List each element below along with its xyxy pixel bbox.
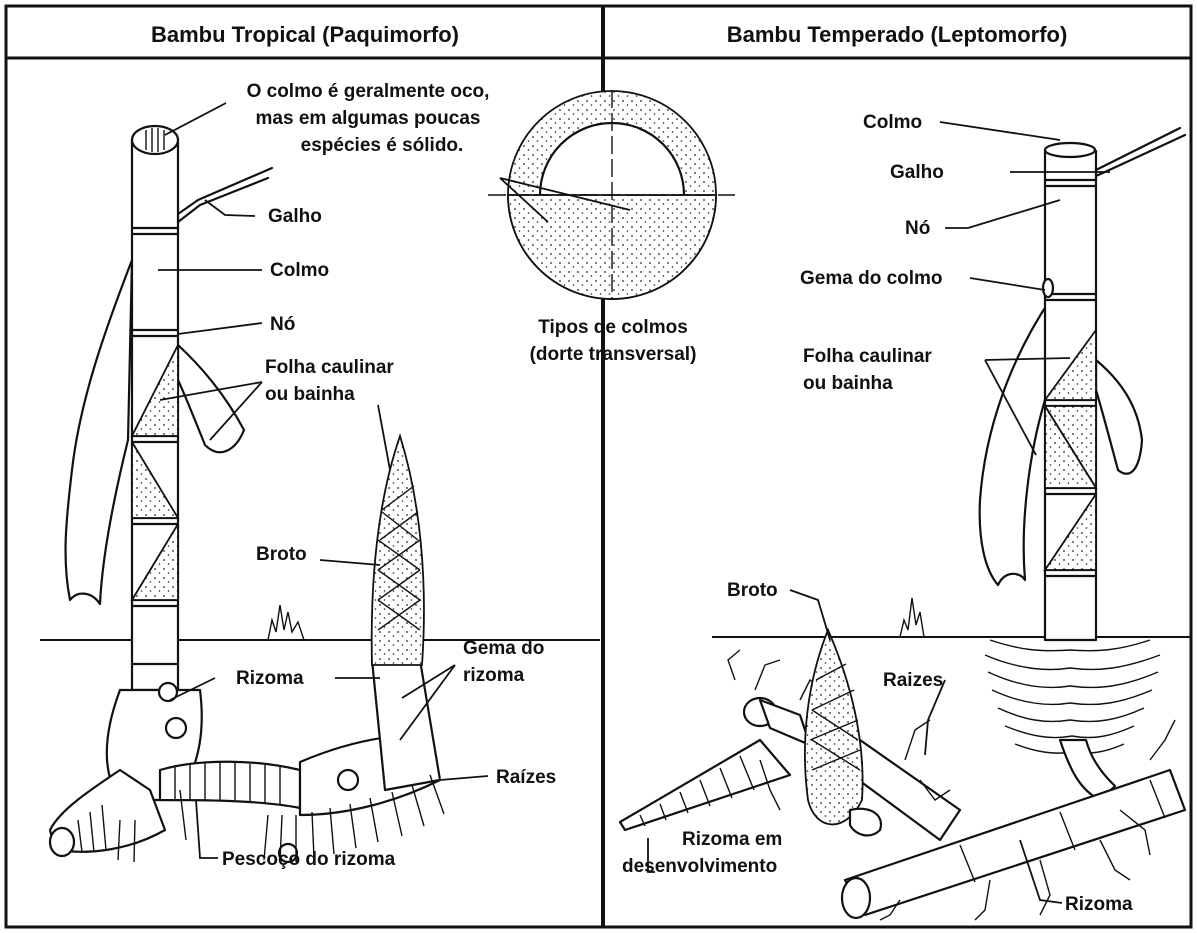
label-gema-colmo: Gema do colmo	[800, 268, 943, 289]
label-hollow-note-3: espécies é sólido.	[301, 135, 464, 156]
tropical-shoot	[372, 436, 424, 665]
label-colmo-left: Colmo	[270, 260, 329, 281]
ground-line-right	[712, 598, 1190, 637]
tropical-rhizome	[50, 660, 444, 862]
label-rizoma-dev-1: Rizoma em	[682, 829, 782, 850]
label-broto-left: Broto	[256, 544, 307, 565]
label-folha-left-2: ou bainha	[265, 384, 355, 405]
label-no-left: Nó	[270, 314, 295, 335]
temperate-shoot	[805, 630, 881, 835]
label-folha-right-2: ou bainha	[803, 373, 893, 394]
label-rizoma-right: Rizoma	[1065, 894, 1133, 915]
label-folha-left-1: Folha caulinar	[265, 357, 394, 378]
label-gema-rizoma-2: rizoma	[463, 665, 525, 686]
label-hollow-note-2: mas em algumas poucas	[256, 108, 481, 129]
label-raizes-right: Raizes	[883, 670, 943, 691]
temperate-culm	[980, 128, 1185, 640]
ground-line-left	[40, 605, 600, 640]
label-hollow-note-1: O colmo é geralmente oco,	[247, 81, 490, 102]
label-rizoma-dev-2: desenvolvimento	[622, 856, 777, 877]
label-rizoma-left: Rizoma	[236, 668, 304, 689]
label-galho-right: Galho	[890, 162, 944, 183]
label-pescoco: Pescoço do rizoma	[222, 849, 396, 870]
label-colmo-right: Colmo	[863, 112, 922, 133]
tropical-culm	[66, 126, 272, 690]
label-galho-left: Galho	[268, 206, 322, 227]
header-left: Bambu Tropical (Paquimorfo)	[151, 22, 459, 47]
label-broto-right: Broto	[727, 580, 778, 601]
label-tipos-1: Tipos de colmos	[538, 317, 688, 338]
label-tipos-2: (dorte transversal)	[530, 344, 697, 365]
header-right: Bambu Temperado (Leptomorfo)	[727, 22, 1068, 47]
label-gema-rizoma-1: Gema do	[463, 638, 544, 659]
label-raizes-left: Raízes	[496, 767, 556, 788]
culm-cross-sections	[488, 90, 735, 300]
label-folha-right-1: Folha caulinar	[803, 346, 932, 367]
center-labels: Tipos de colmos (dorte transversal)	[530, 317, 697, 365]
label-no-right: Nó	[905, 218, 930, 239]
